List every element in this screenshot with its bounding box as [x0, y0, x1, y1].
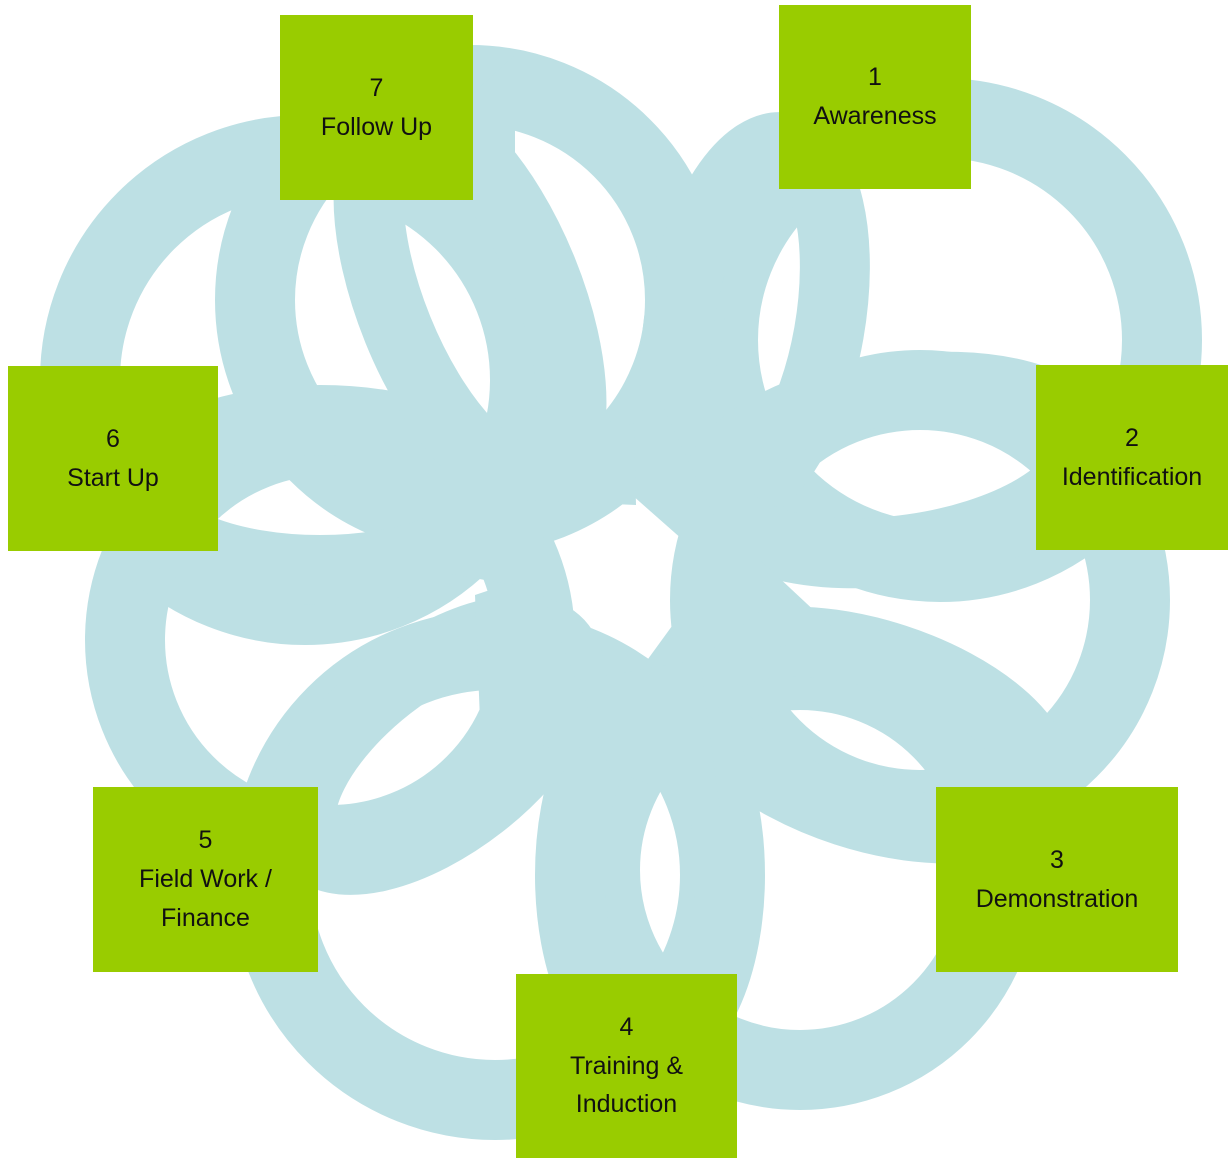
- arrow-head-3: [640, 560, 775, 670]
- step-box-2: 2 Identification: [1036, 365, 1228, 550]
- step-number-5: 5: [198, 826, 213, 855]
- step-title-7: Follow Up: [320, 112, 433, 141]
- step-title-3: Demonstration: [975, 884, 1139, 913]
- step-box-1: 1 Awareness: [779, 5, 971, 189]
- step-number-2: 2: [1125, 423, 1139, 452]
- step-box-3: 3 Demonstration: [936, 787, 1178, 972]
- step-title-4: Training & Induction: [569, 1051, 683, 1119]
- step-title-2: Identification: [1061, 462, 1203, 491]
- step-box-6: 6 Start Up: [8, 366, 218, 551]
- step-box-5: 5 Field Work / Finance: [93, 787, 318, 972]
- step-box-4: 4 Training & Induction: [516, 974, 737, 1158]
- step-box-7: 7 Follow Up: [280, 15, 473, 200]
- step-title-1: Awareness: [813, 102, 937, 130]
- arrow-head-1: [632, 400, 716, 555]
- arrow-head-6: [430, 470, 548, 590]
- step-number-3: 3: [1050, 845, 1064, 874]
- step-number-4: 4: [619, 1012, 634, 1041]
- step-title-6: Start Up: [67, 463, 159, 492]
- arrow-head-5: [475, 575, 580, 750]
- step-number-6: 6: [106, 424, 120, 453]
- step-number-7: 7: [369, 73, 384, 102]
- arrow-head-4: [578, 660, 720, 810]
- arrow-head-7: [520, 410, 636, 505]
- step-title-5: Field Work / Finance: [139, 865, 272, 932]
- step-number-1: 1: [868, 63, 882, 92]
